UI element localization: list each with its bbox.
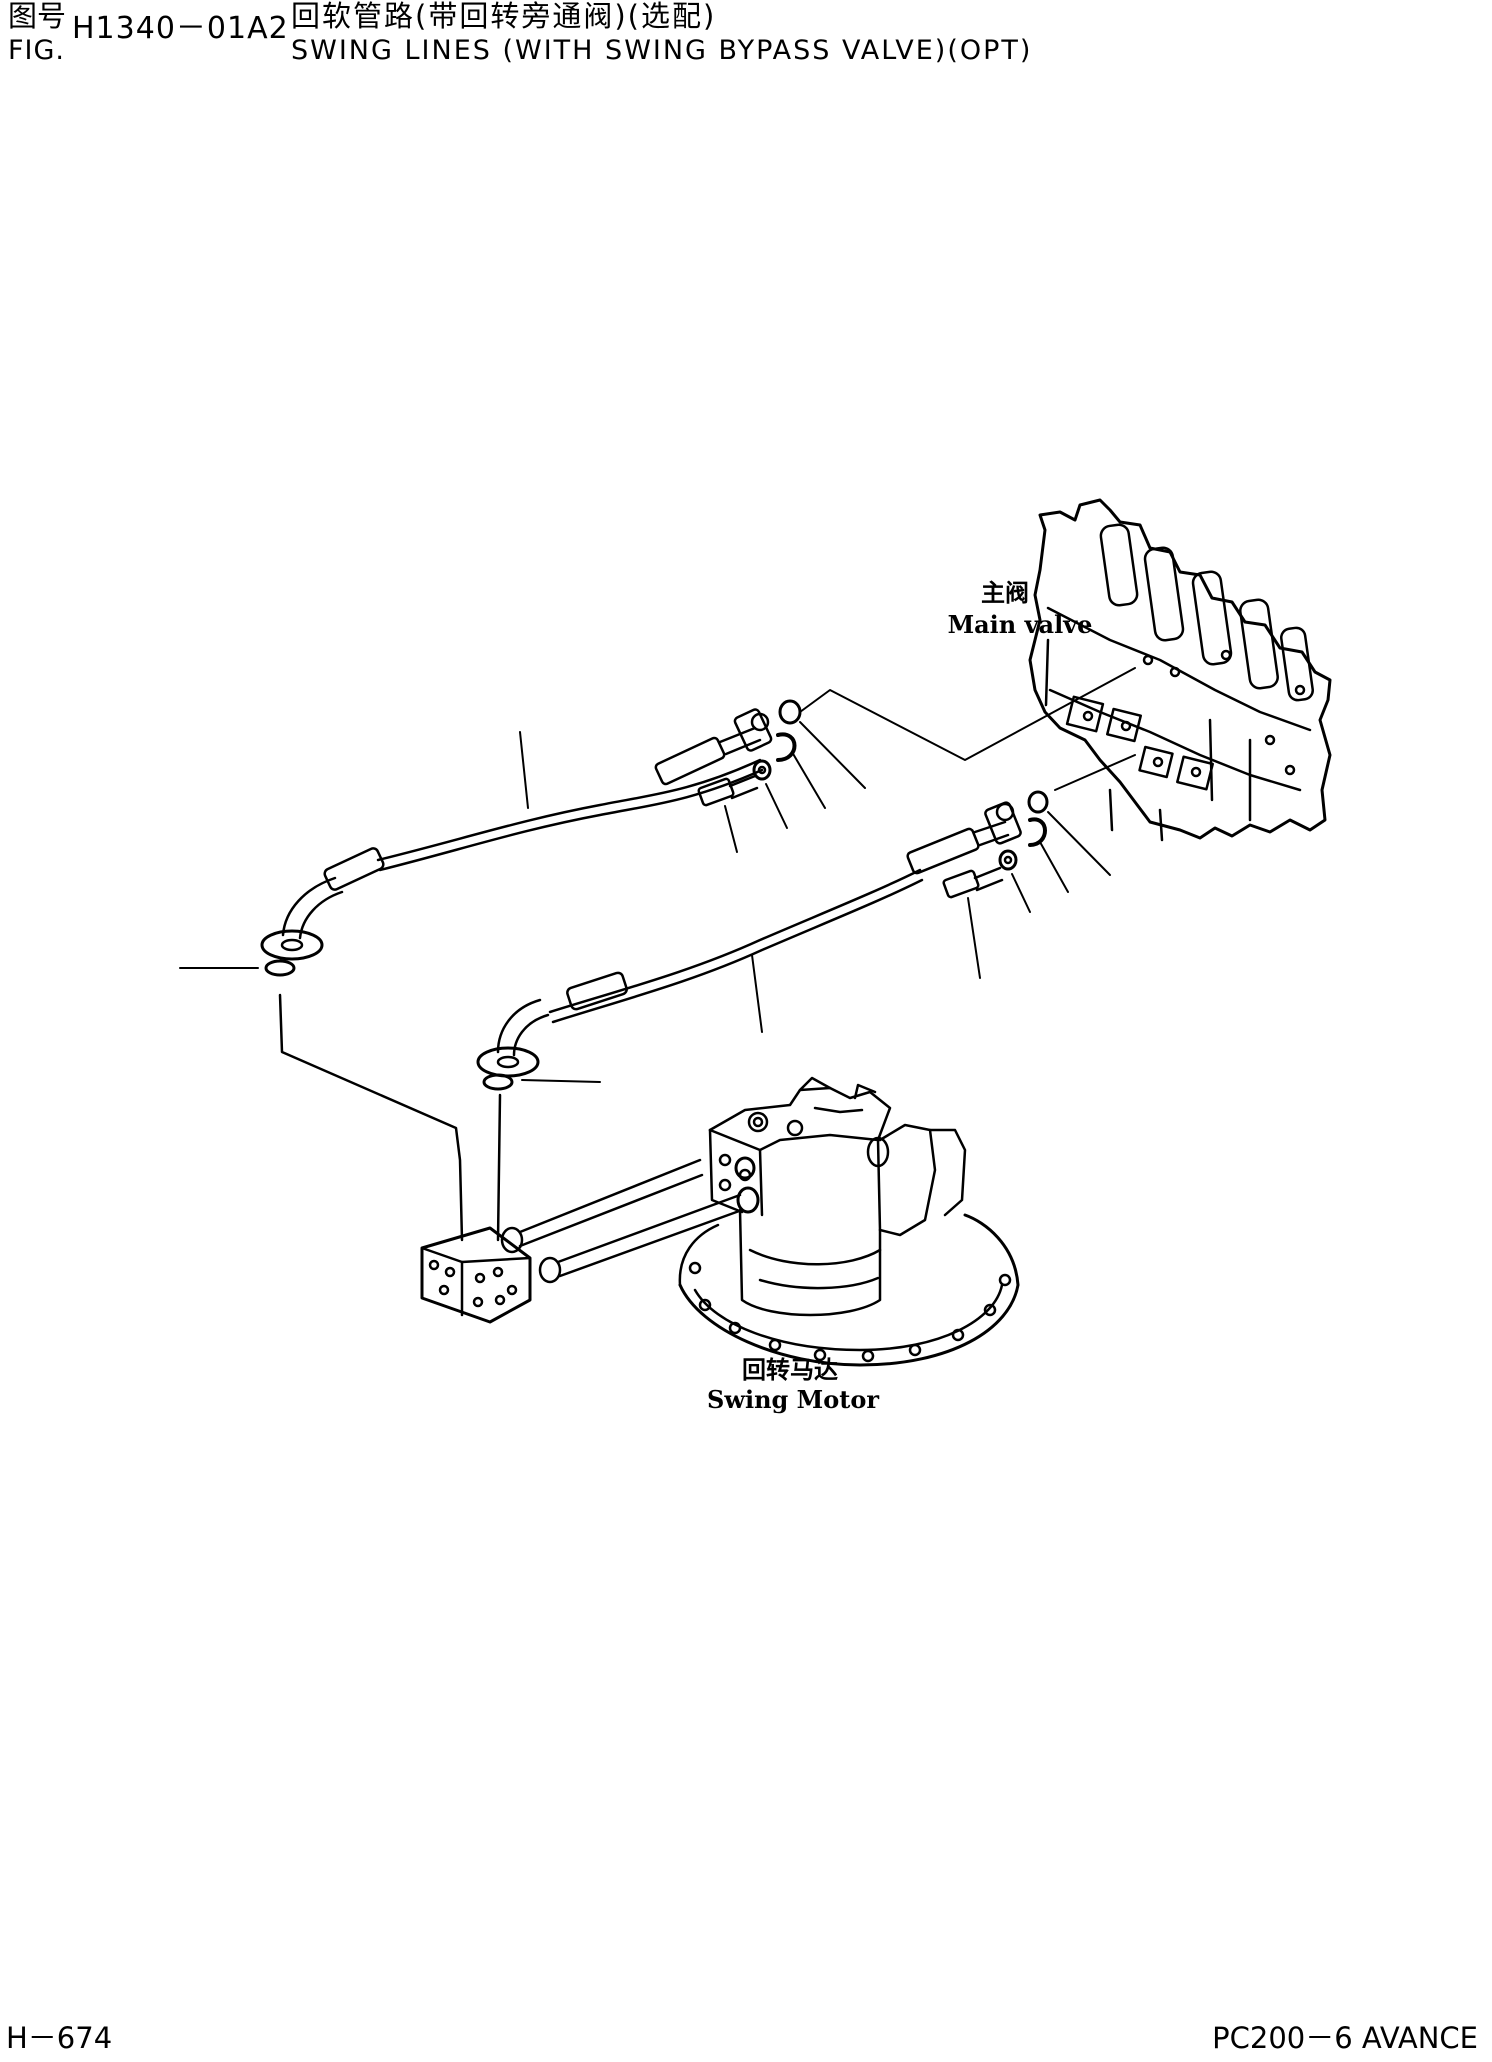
lower-fittings xyxy=(942,790,1049,899)
upper-hose xyxy=(260,708,773,961)
figure-title-cn: 回软管路(带回转旁通阀)(选配) xyxy=(291,0,717,33)
lower-hose xyxy=(476,801,1022,1078)
fig-number: H1340－01A2 xyxy=(72,11,289,46)
lower-leaders xyxy=(751,811,1111,1033)
main-valve-leaders xyxy=(799,667,1136,791)
upper-fittings xyxy=(697,699,802,807)
page-number: H－674 xyxy=(6,2021,113,2055)
upper-leaders xyxy=(519,721,866,853)
figure-title-en: SWING LINES (WITH SWING BYPASS VALVE)(OP… xyxy=(291,35,1033,66)
swing-motor-label-cn: 回转马达 xyxy=(742,1355,838,1384)
main-valve-label-en: Main valve xyxy=(948,610,1093,639)
fig-label-cn: 图号 xyxy=(8,0,67,33)
machine-model: PC200－6 AVANCE xyxy=(1212,2021,1478,2055)
main-valve-drawing xyxy=(1028,498,1332,842)
pipe-lines xyxy=(179,959,601,1242)
swing-motor-label-en: Swing Motor xyxy=(707,1385,879,1414)
swing-motor-drawing xyxy=(678,1076,1020,1367)
fig-label-en: FIG. xyxy=(8,35,65,66)
bypass-to-motor-pipes xyxy=(518,1158,744,1278)
bypass-valve-block xyxy=(420,1226,562,1324)
main-valve-label-cn: 主阀 xyxy=(981,578,1029,607)
